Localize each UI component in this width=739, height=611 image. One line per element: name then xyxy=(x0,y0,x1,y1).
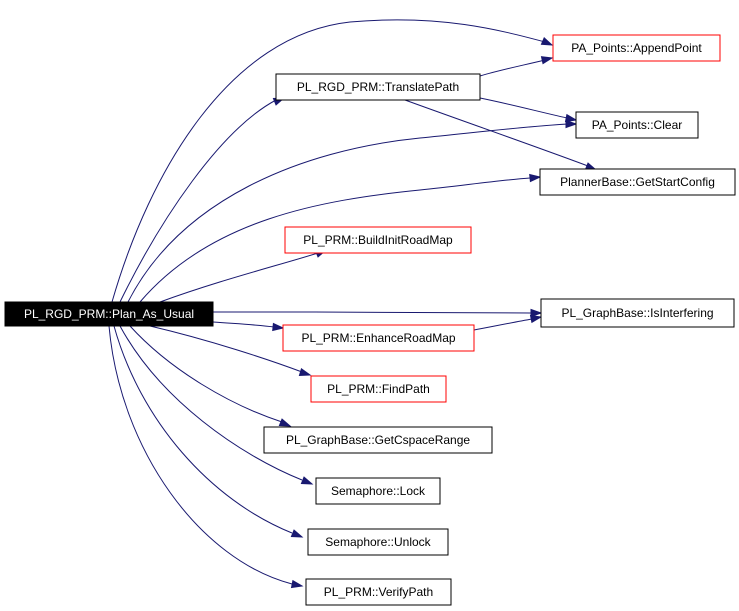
node-find-path[interactable]: PL_PRM::FindPath xyxy=(310,375,447,403)
node-is-interfering-box xyxy=(540,298,735,328)
node-get-cspace-range-box xyxy=(263,426,493,454)
node-build-init-road-map-label: PL_PRM::BuildInitRoadMap xyxy=(303,233,453,247)
node-semaphore-unlock-box xyxy=(307,528,449,556)
node-enhance-road-map-label: PL_PRM::EnhanceRoadMap xyxy=(301,331,455,345)
node-verify-path[interactable]: PL_PRM::VerifyPath xyxy=(305,578,452,606)
edge-root-to-enhance_road_map xyxy=(212,321,275,328)
edge-root-to-clear xyxy=(127,123,569,303)
node-plan-as-usual-label: PL_RGD_PRM::Plan_As_Usual xyxy=(24,307,194,321)
arrowhead-root-to-append_point xyxy=(540,36,554,46)
node-clear[interactable]: PA_Points::Clear xyxy=(575,111,699,139)
node-clear-box xyxy=(575,111,699,139)
node-semaphore-lock[interactable]: Semaphore::Lock xyxy=(315,477,441,505)
node-build-init-road-map-box xyxy=(284,226,472,254)
edge-root-to-is_interfering xyxy=(212,311,532,314)
node-append-point-box xyxy=(552,34,721,62)
edge-root-to-find_path xyxy=(149,325,303,373)
arrowhead-root-to-enhance_road_map xyxy=(272,322,285,332)
edge-root-to-verify_path xyxy=(108,325,293,585)
arrowhead-root-to-semaphore_lock xyxy=(300,476,314,485)
edge-root-to-get_start_config xyxy=(139,177,531,303)
node-verify-path-label: PL_PRM::VerifyPath xyxy=(324,585,433,599)
node-clear-label: PA_Points::Clear xyxy=(592,118,683,132)
node-append-point-label: PA_Points::AppendPoint xyxy=(571,41,702,55)
arrowhead-root-to-is_interfering xyxy=(530,308,543,318)
node-semaphore-unlock[interactable]: Semaphore::Unlock xyxy=(307,528,449,556)
edge-root-to-semaphore_unlock xyxy=(113,325,293,534)
node-translate-path[interactable]: PL_RGD_PRM::TranslatePath xyxy=(275,73,481,101)
node-semaphore-unlock-label: Semaphore::Unlock xyxy=(325,535,431,549)
node-enhance-road-map[interactable]: PL_PRM::EnhanceRoadMap xyxy=(282,324,475,352)
arrowhead-root-to-semaphore_unlock xyxy=(290,529,304,538)
edge-root-to-translate_path xyxy=(119,99,277,303)
node-translate-path-label: PL_RGD_PRM::TranslatePath xyxy=(297,80,459,94)
edge-translate_path-to-clear xyxy=(479,97,568,119)
node-get-start-config[interactable]: PlannerBase::GetStartConfig xyxy=(539,168,736,196)
node-plan-as-usual-box xyxy=(4,301,214,327)
arrowhead-root-to-verify_path xyxy=(290,579,304,589)
arrowhead-root-to-clear xyxy=(565,119,578,129)
node-is-interfering[interactable]: PL_GraphBase::IsInterfering xyxy=(540,298,735,328)
arrowhead-enhance_road_map-to-is_interfering xyxy=(529,314,543,324)
edge-root-to-get_cspace_range xyxy=(129,325,283,423)
node-find-path-label: PL_PRM::FindPath xyxy=(327,382,430,396)
node-find-path-box xyxy=(310,375,447,403)
node-verify-path-box xyxy=(305,578,452,606)
node-append-point[interactable]: PA_Points::AppendPoint xyxy=(552,34,721,62)
arrowhead-root-to-get_start_config xyxy=(529,173,542,183)
arrowhead-translate_path-to-clear xyxy=(564,113,578,123)
edge-root-to-append_point xyxy=(111,19,546,303)
edge-translate_path-to-append_point xyxy=(479,59,546,77)
node-is-interfering-label: PL_GraphBase::IsInterfering xyxy=(561,306,713,320)
node-translate-path-box xyxy=(275,73,481,101)
arrowhead-root-to-get_cspace_range xyxy=(278,418,292,427)
node-semaphore-lock-box xyxy=(315,477,441,505)
edge-translate_path-to-get_start_config xyxy=(404,99,589,167)
arrowhead-root-to-find_path xyxy=(298,367,312,377)
node-build-init-road-map[interactable]: PL_PRM::BuildInitRoadMap xyxy=(284,226,472,254)
edge-root-to-build_init_road_map xyxy=(159,252,319,303)
call-edges xyxy=(108,19,598,589)
arrowhead-translate_path-to-append_point xyxy=(540,56,554,65)
node-get-start-config-box xyxy=(539,168,736,196)
node-get-cspace-range[interactable]: PL_GraphBase::GetCspaceRange xyxy=(263,426,493,454)
node-enhance-road-map-box xyxy=(282,324,475,352)
node-semaphore-lock-label: Semaphore::Lock xyxy=(331,484,426,498)
node-get-start-config-label: PlannerBase::GetStartConfig xyxy=(560,175,715,189)
edge-enhance_road_map-to-is_interfering xyxy=(473,318,533,331)
node-get-cspace-range-label: PL_GraphBase::GetCspaceRange xyxy=(286,433,470,447)
node-plan-as-usual[interactable]: PL_RGD_PRM::Plan_As_Usual xyxy=(4,301,214,327)
edge-root-to-semaphore_lock xyxy=(119,325,303,481)
